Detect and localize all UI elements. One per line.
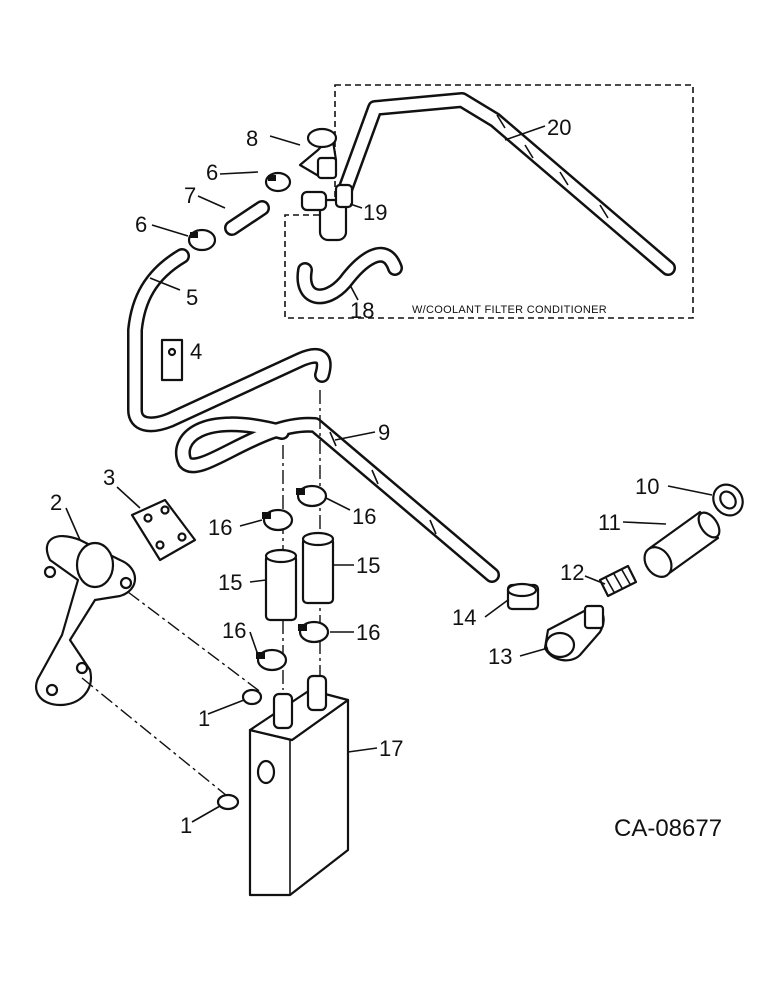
callout-19: 19 [363,200,387,225]
clamp-6-lower [187,228,217,252]
callout-16-lower-left: 16 [222,618,246,643]
callout-16-upper-right: 16 [352,504,376,529]
callout-3: 3 [103,465,115,490]
callout-6-upper: 6 [206,160,218,185]
callout-5: 5 [186,285,198,310]
housing-17 [248,674,350,897]
cap-10 [712,483,744,517]
callout-12: 12 [560,560,584,585]
callout-2: 2 [50,490,62,515]
callout-11: 11 [598,510,621,535]
clip-4 [160,338,184,382]
hose-7 [224,200,270,236]
clamp-16-lower-left [256,648,288,672]
callout-8: 8 [246,126,258,151]
callout-16-lower-right: 16 [356,620,380,645]
callout-20: 20 [547,115,571,140]
callout-9: 9 [378,420,390,445]
pipe-9 [174,416,500,583]
clamp-16-lower-right [298,620,330,644]
center-line-bracket-lower [81,677,233,801]
figure-reference: CA-08677 [614,815,722,842]
callout-4: 4 [190,339,202,364]
callout-6-lower: 6 [135,212,147,237]
clamp-16-upper-left [262,508,294,532]
nipple-12 [598,564,638,598]
gasket-3 [130,498,197,562]
hose-15-right [301,531,335,605]
callout-18: 18 [350,298,374,323]
clamp-6-upper [264,171,292,193]
o-ring-1-lower [216,793,240,811]
o-ring-1-upper [241,688,263,706]
callout-1-upper: 1 [198,706,210,731]
callout-13: 13 [488,644,512,669]
pipe-5 [127,248,332,433]
callout-14: 14 [452,605,476,630]
fitting-14 [506,582,540,611]
callout-7: 7 [184,183,196,208]
optional-kit-label: W/COOLANT FILTER CONDITIONER [412,304,607,316]
callout-17: 17 [379,736,403,761]
filter-11 [643,510,721,578]
callout-15-left: 15 [218,570,242,595]
callout-15-right: 15 [356,553,380,578]
center-line-bracket-upper [127,591,263,694]
hose-15-left [264,548,298,622]
callout-16-upper-left: 16 [208,515,232,540]
bracket-2 [35,535,136,707]
elbow-fitting-8 [298,127,338,180]
clamp-16-upper-right [296,484,328,508]
pipe-20 [337,92,676,276]
tee-fitting-19 [300,183,354,242]
hose-18 [296,246,403,305]
callout-10: 10 [635,474,659,499]
callout-1-lower: 1 [180,813,192,838]
elbow-13 [543,604,605,662]
